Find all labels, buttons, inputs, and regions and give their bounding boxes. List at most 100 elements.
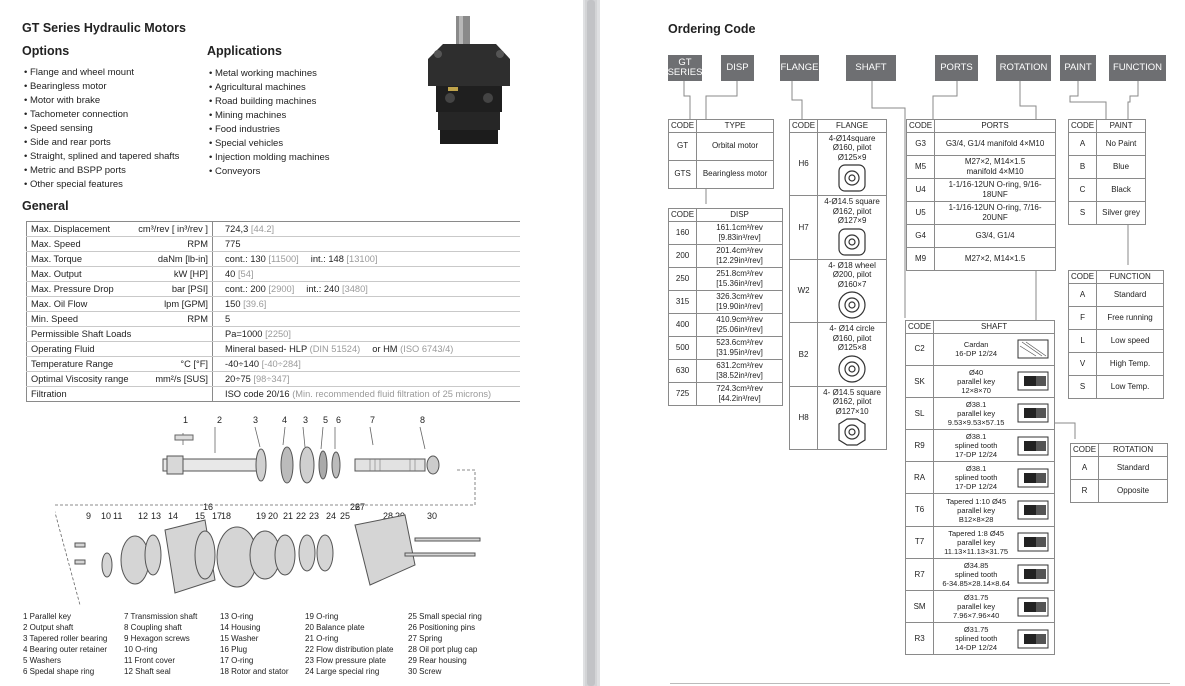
- option-item: Motor with brake: [24, 94, 179, 108]
- option-item: Other special features: [24, 178, 179, 192]
- general-label: Operating Fluid: [31, 344, 95, 354]
- code-cell: L: [1067, 328, 1098, 353]
- general-label: Max. Displacement: [31, 224, 111, 234]
- code-header: CODE: [788, 119, 819, 133]
- desc-cell: Silver grey: [1096, 200, 1146, 225]
- general-value: Pa=1000: [225, 329, 263, 339]
- general-value-cell: 40 [54]: [212, 266, 520, 282]
- desc-line: [25.06in³/rev]: [716, 324, 763, 334]
- code-header: CODE: [667, 208, 698, 222]
- part-item: 22 Flow distribution plate: [305, 644, 394, 654]
- vertical-scrollbar[interactable]: [585, 0, 597, 686]
- part-number-label: 26: [350, 502, 361, 512]
- general-label: Min. Speed: [31, 314, 79, 324]
- part-item: 19 O-ring: [305, 612, 339, 621]
- part-number-label: 21: [283, 511, 294, 521]
- page-title: GT Series Hydraulic Motors: [22, 21, 186, 35]
- desc-line: Standard: [1113, 289, 1147, 299]
- desc-cell: 724.3cm³/rev[44.2in³/rev]: [696, 381, 783, 406]
- general-value-cell: Pa=1000 [2250]: [212, 326, 520, 342]
- part-item: 20 Balance plate: [305, 622, 365, 632]
- desc-line: Black: [1111, 184, 1131, 194]
- option-item: Bearingless motor: [24, 80, 179, 94]
- general-unit: bar [PSI]: [171, 284, 208, 294]
- general-value-cell: cont.: 130 [11500]int.: 148 [13100]: [212, 251, 520, 267]
- desc-line: Blue: [1113, 161, 1130, 171]
- part-number-label: 25: [340, 511, 351, 521]
- options-heading: Options: [22, 44, 70, 58]
- option-item: Flange and wheel mount: [24, 66, 179, 80]
- desc-line: 161.1cm³/rev: [716, 223, 763, 232]
- code-cell: H7: [788, 195, 819, 260]
- code-cell: R3: [904, 622, 935, 656]
- general-value-cell: Mineral based- HLP (DIN 51524)or HM (ISO…: [212, 341, 520, 357]
- desc-line: B12×8×28: [958, 514, 994, 524]
- desc-cell: G3/4, G1/4 manifold 4×M10: [934, 131, 1056, 156]
- desc-line: Tapered 1:10 Ø45: [946, 496, 1007, 506]
- code-cell: 630: [667, 358, 698, 383]
- general-value: 20÷75: [225, 374, 251, 384]
- general-heading: General: [22, 199, 69, 213]
- code-cell: 400: [667, 312, 698, 337]
- desc-line: 724.3cm³/rev: [716, 384, 763, 393]
- general-value-imperial: (Min. recommended fluid filtration of 25…: [292, 389, 492, 399]
- page-bottom-rule: [670, 683, 1170, 684]
- desc-cell: Black: [1096, 177, 1146, 202]
- code-cell: A: [1069, 455, 1100, 480]
- code-cell: GT: [667, 131, 698, 161]
- ordering-code-title: Ordering Code: [668, 22, 756, 36]
- code-box-gt-series: GT SERIES: [668, 55, 702, 81]
- part-item: 16 Plug: [220, 644, 248, 654]
- general-value-imperial: [44.2]: [250, 224, 275, 234]
- general-label: Temperature Range: [31, 359, 114, 369]
- shaft-drawing: [1017, 597, 1049, 617]
- desc-line: 251.8cm³/rev: [716, 269, 763, 278]
- option-item: Speed sensing: [24, 122, 179, 136]
- part-number-label: 3: [253, 415, 259, 425]
- flange-drawing-wrap: [820, 416, 884, 448]
- shaft-drawing: [1017, 403, 1049, 423]
- desc-line: G3/4, G1/4: [975, 230, 1015, 240]
- code-cell: S: [1067, 200, 1098, 225]
- code-cell: M9: [905, 246, 936, 271]
- code-cell: H8: [788, 385, 819, 450]
- general-value-cell: 150 [39.6]: [212, 296, 520, 312]
- scrollbar-thumb[interactable]: [587, 0, 595, 686]
- part-number-label: 5: [323, 415, 329, 425]
- desc-line: Ø38.1: [965, 464, 987, 474]
- part-number-label: 7: [370, 415, 376, 425]
- code-box-paint: PAINT: [1060, 55, 1096, 81]
- desc-line: 326.3cm³/rev: [716, 292, 763, 301]
- part-item: 14 Housing: [220, 622, 261, 632]
- general-label: Filtration: [31, 389, 67, 399]
- desc-line: 4-Ø14square: [828, 133, 876, 143]
- general-label: Max. Oil Flow: [31, 299, 88, 309]
- flange-drawing-wrap: [820, 162, 884, 194]
- code-cell: 725: [667, 381, 698, 406]
- exploded-view-diagram: [55, 426, 481, 606]
- desc-line: [19.90in³/rev]: [716, 301, 763, 311]
